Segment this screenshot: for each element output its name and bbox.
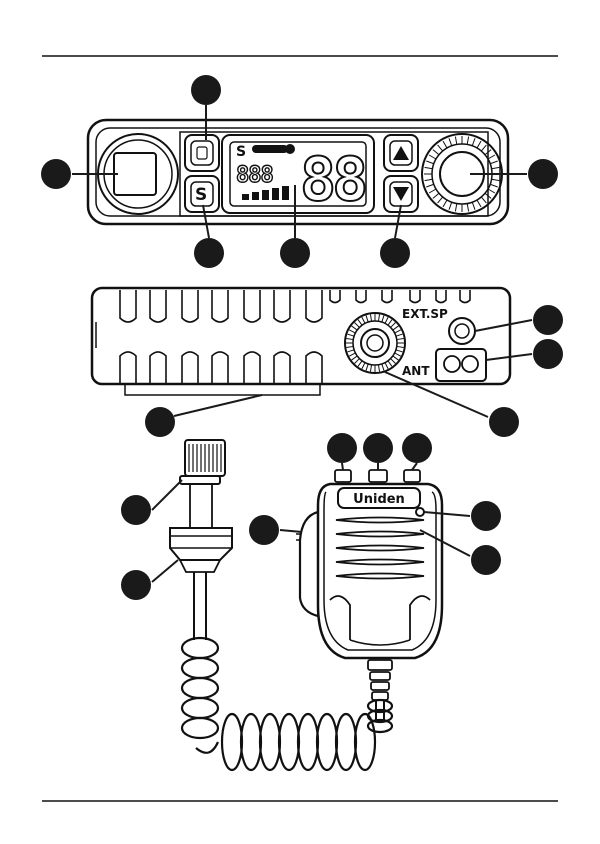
lcd-small-digits: 888	[236, 163, 273, 188]
heatsink-fins-right	[330, 290, 470, 303]
scan-button-label: S	[195, 185, 207, 205]
callout-cable-boot	[121, 560, 178, 600]
mic-top-button-right[interactable]	[404, 470, 420, 482]
callout-ptt	[249, 515, 302, 545]
lcd-s-indicator: S	[236, 144, 246, 160]
lcd-large-digits: 88	[300, 145, 365, 215]
callout-menu-button	[191, 75, 221, 140]
callout-plug	[121, 480, 182, 525]
signal-bar	[252, 145, 288, 153]
mic-top-button-center[interactable]	[369, 470, 387, 482]
heatsink-fins-top	[120, 290, 322, 322]
callout-mic-top-center	[363, 433, 393, 470]
rear-panel	[92, 288, 510, 395]
power-connector	[436, 349, 486, 381]
mic-socket	[114, 153, 156, 195]
ptt-button[interactable]	[300, 512, 318, 616]
lcd-content: S 888 88	[236, 144, 365, 215]
mic-plug-ribs	[189, 444, 221, 472]
antenna-connector-ridges	[346, 314, 404, 372]
callout-mic-top-right	[402, 433, 432, 470]
callout-mic-top-left	[327, 433, 357, 470]
antenna-connector	[345, 313, 405, 373]
ext-sp-label: EXT.SP	[402, 307, 448, 321]
cable-boot	[170, 528, 232, 572]
callout-scan-button	[194, 205, 224, 268]
callout-power	[486, 339, 563, 369]
mic-plug	[180, 440, 225, 528]
brand-logo: Uniden	[353, 492, 405, 507]
mic-top-button-left[interactable]	[335, 470, 351, 482]
ant-label: ANT	[402, 364, 430, 378]
down-arrow-icon	[393, 187, 409, 201]
callout-ext-sp	[475, 305, 563, 335]
callout-volume-knob	[470, 159, 558, 189]
callout-channel-buttons	[380, 205, 410, 268]
speaker-grill	[336, 518, 424, 579]
callout-rear-body	[145, 395, 262, 437]
menu-icon	[197, 147, 207, 159]
mic-led	[416, 508, 424, 516]
ext-sp-jack	[449, 318, 475, 344]
front-panel	[88, 120, 508, 224]
cable	[194, 572, 384, 720]
lcd-meter-bars	[242, 186, 289, 200]
callout-grill	[420, 530, 501, 575]
up-arrow-icon	[393, 146, 409, 160]
heatsink-fins-bottom	[120, 352, 322, 383]
